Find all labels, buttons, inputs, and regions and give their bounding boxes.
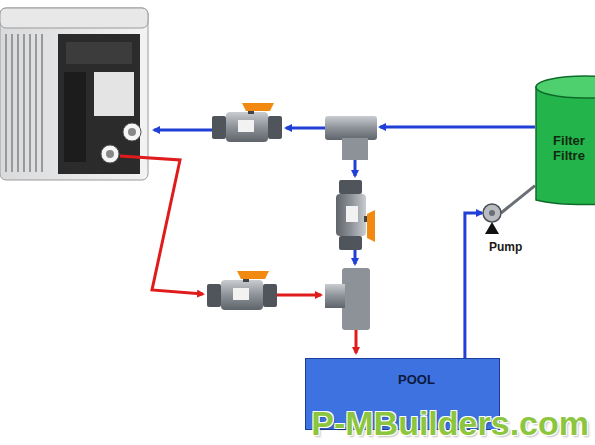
- pump-label: Pump: [489, 240, 522, 254]
- flow-pipe: [501, 186, 535, 213]
- watermark: P-MBuilders.com: [311, 404, 589, 443]
- filter-tank: Filter Filtre: [535, 75, 595, 210]
- pump-symbol: Pump: [483, 204, 501, 222]
- pool-label: POOL: [305, 358, 500, 387]
- pump-shape: [483, 204, 501, 222]
- flow-pipe: [465, 213, 482, 358]
- filter-label: Filter Filtre: [535, 75, 595, 163]
